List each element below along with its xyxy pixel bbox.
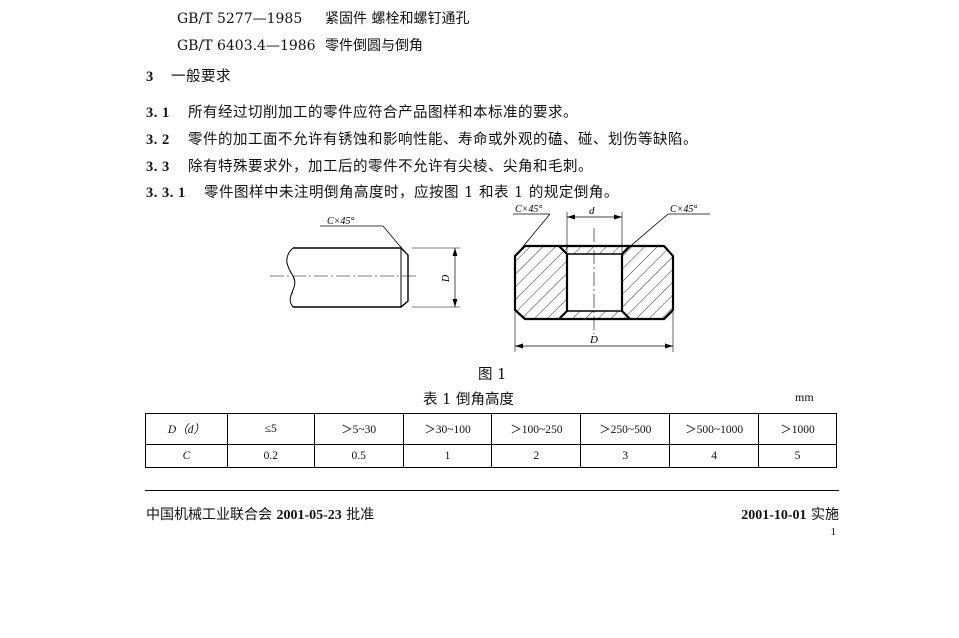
chamfer-leader-slant <box>626 213 669 250</box>
table-header-cell: ＞5~30 <box>313 413 404 445</box>
table-row: C 0.2 0.5 1 2 3 4 5 <box>145 444 837 468</box>
table-cell: 0.2 <box>226 444 315 468</box>
table-cell: 1 <box>402 444 493 468</box>
table-header-cell: ＞250~500 <box>580 413 671 445</box>
figure-caption: 图 1 <box>478 367 507 383</box>
table-cell: 2 <box>491 444 582 468</box>
clause-text: 零件的加工面不允许有锈蚀和影响性能、寿命或外观的磕、碰、划伤等缺陷。 <box>188 132 698 148</box>
chamfer-label-left: C×45° <box>327 216 354 227</box>
standard-ref-1: GB/T 5277—1985 紧固件 螺栓和螺钉通孔 <box>177 8 469 28</box>
chamfer-leader-slant <box>382 225 405 252</box>
footer-approval: 中国机械工业联合会 2001-05-23 批准 <box>146 504 374 524</box>
footer-implementation: 2001-10-01 实施 <box>741 504 839 524</box>
table-header-cell: ＞1000 <box>758 413 837 445</box>
shaft-outline <box>293 247 409 308</box>
clause-number: 3. 1 <box>146 105 170 121</box>
standard-ref-2: GB/T 6403.4—1986 零件倒圆与倒角 <box>177 35 423 55</box>
table-header-cell: ＞500~1000 <box>669 413 760 445</box>
clause-3-3: 3. 3 除有特殊要求外，加工后的零件不允许有尖棱、尖角和毛刺。 <box>146 155 593 176</box>
clause-number: 3. 3 <box>146 159 170 175</box>
chamfer-label-right-b: C×45° <box>670 204 697 215</box>
table-cell: C <box>145 444 228 468</box>
clause-3-3-1: 3. 3. 1 零件图样中未注明倒角高度时，应按图 1 和表 1 的规定倒角。 <box>146 181 619 202</box>
section-heading: 3 一般要求 <box>146 65 231 86</box>
page-number: 1 <box>830 526 837 538</box>
section-hatch <box>290 276 295 307</box>
footer-approve-text: 批准 <box>346 507 375 523</box>
clause-text: 除有特殊要求外，加工后的零件不允许有尖棱、尖角和毛刺。 <box>188 159 593 175</box>
bore <box>567 254 622 311</box>
table-header-cell: ＞30~100 <box>402 413 493 445</box>
table-header-row: D（d） ≤5 ＞5~30 ＞30~100 ＞100~250 ＞250~500 … <box>145 413 837 445</box>
dim-d: d <box>589 205 595 217</box>
section-number: 3 <box>146 69 154 85</box>
clause-number: 3. 3. 1 <box>146 185 186 201</box>
clause-number: 3. 2 <box>146 132 170 148</box>
section-title: 一般要求 <box>171 69 231 85</box>
table-unit: mm <box>795 390 814 404</box>
standard-code: GB/T 5277—1985 <box>177 11 303 27</box>
table-header-cell: D（d） <box>145 413 228 445</box>
footer-impl-text: 实施 <box>811 507 839 523</box>
chamfer-label-right-a: C×45° <box>515 204 542 215</box>
footer-rule <box>145 490 839 491</box>
footer-approve-date: 2001-05-23 <box>276 508 342 523</box>
clause-text: 所有经过切削加工的零件应符合产品图样和本标准的要求。 <box>188 105 578 121</box>
table-cell: 5 <box>758 444 837 468</box>
table-cell: 0.5 <box>313 444 404 468</box>
standard-title: 零件倒圆与倒角 <box>325 38 423 54</box>
clause-3-1: 3. 1 所有经过切削加工的零件应符合产品图样和本标准的要求。 <box>146 101 578 122</box>
table-header-cell: ＞100~250 <box>491 413 582 445</box>
dim-D-right: D <box>589 334 598 346</box>
footer-org: 中国机械工业联合会 <box>146 507 272 523</box>
footer-impl-date: 2001-10-01 <box>741 508 807 523</box>
bore-drawing <box>513 212 710 352</box>
clause-3-2: 3. 2 零件的加工面不允许有锈蚀和影响性能、寿命或外观的磕、碰、划伤等缺陷。 <box>146 128 698 149</box>
dim-D-left: D <box>441 274 452 283</box>
table-header-cell: ≤5 <box>226 413 315 445</box>
table-cell: 4 <box>669 444 760 468</box>
standard-title: 紧固件 螺栓和螺钉通孔 <box>325 11 470 27</box>
standard-code: GB/T 6403.4—1986 <box>177 38 316 54</box>
clause-text: 零件图样中未注明倒角高度时，应按图 1 和表 1 的规定倒角。 <box>204 185 619 201</box>
bore-chamfers <box>558 245 631 320</box>
chamfer-leader-slant <box>520 213 551 250</box>
part-outline <box>513 244 675 321</box>
shaft-drawing <box>270 225 460 308</box>
table-caption: 表 1 倒角高度 <box>423 392 514 408</box>
table-cell: 3 <box>580 444 671 468</box>
chamfer-table: D（d） ≤5 ＞5~30 ＞30~100 ＞100~250 ＞250~500 … <box>145 413 837 468</box>
